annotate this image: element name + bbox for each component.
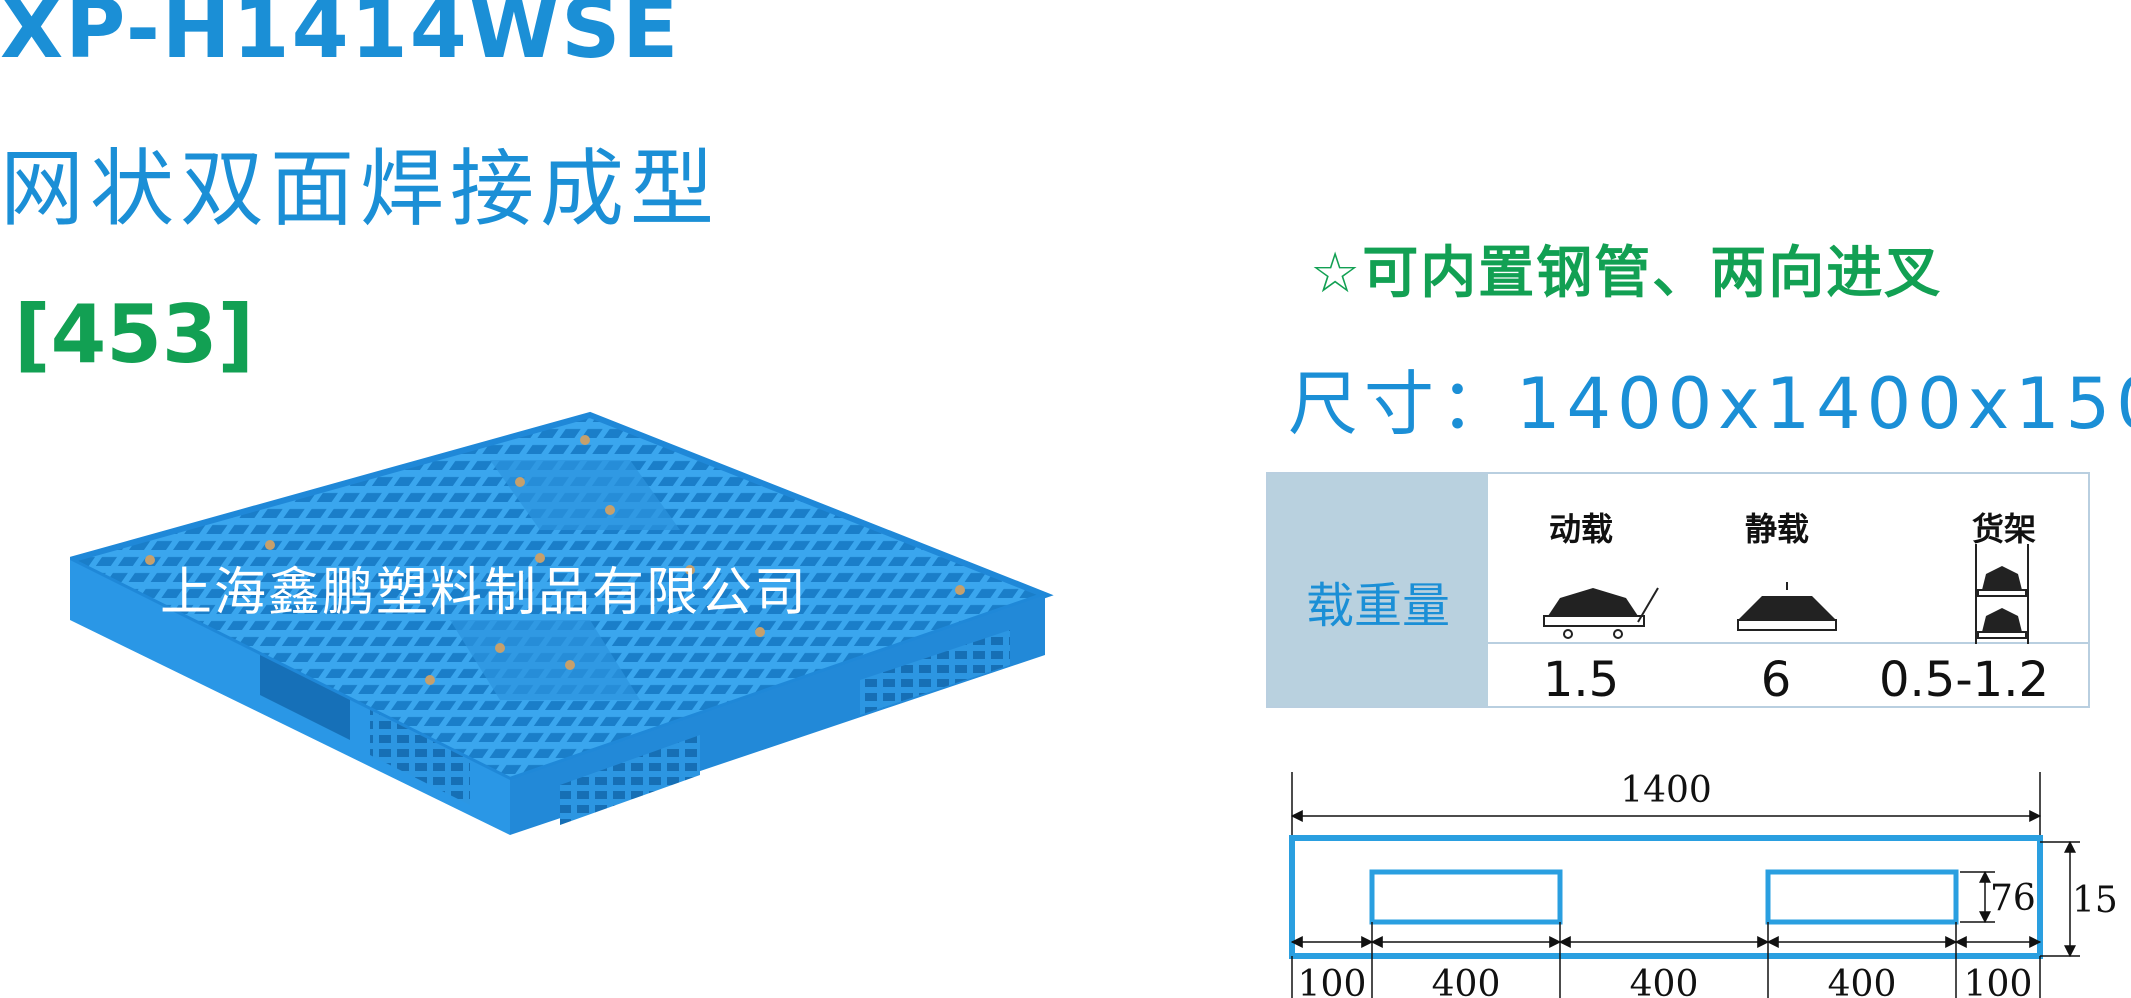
overall-width-label: 1400 xyxy=(1620,770,1712,811)
load-capacity-label: 载重量 xyxy=(1305,578,1450,634)
dimension-drawing: 1400 150 76 100 400 400 400 100 xyxy=(1289,770,2120,998)
product-subtitle: 网状双面焊接成型 xyxy=(0,140,721,238)
rack-load-value: 0.5-1.2 xyxy=(1879,652,2049,708)
segment-label-3: 400 xyxy=(1630,964,1699,998)
table-row-divider xyxy=(1488,642,2088,644)
load-label-cell: 载重量 xyxy=(1268,474,1488,706)
load-capacity-table: 载重量 动载 静载 货架 1.5 6 0.5-1.2 xyxy=(1266,472,2090,708)
rack-load-icon xyxy=(1975,544,2029,644)
dynamic-load-title: 动载 xyxy=(1548,510,1613,548)
segment-label-2: 400 xyxy=(1432,964,1501,998)
pallet-image xyxy=(70,411,1054,835)
static-load-title: 静载 xyxy=(1744,510,1809,548)
model-title: XP-H1414WSE xyxy=(0,0,681,77)
rack-load-title: 货架 xyxy=(1971,510,2036,548)
company-watermark: 上海鑫鹏塑料制品有限公司 xyxy=(160,563,809,623)
segment-label-4: 400 xyxy=(1828,964,1897,998)
static-load-icon xyxy=(1737,582,1837,631)
dynamic-load-icon xyxy=(1543,587,1659,639)
feature-text: ☆可内置钢管、两向进叉 xyxy=(1310,241,1943,306)
size-text: 尺寸：1400x1400x150 xyxy=(1288,363,2131,445)
static-load-value: 6 xyxy=(1760,652,1792,708)
dynamic-load-value: 1.5 xyxy=(1542,652,1620,708)
segment-label-5: 100 xyxy=(1964,964,2033,998)
segment-label-1: 100 xyxy=(1298,964,1367,998)
product-code: [453] xyxy=(14,288,255,381)
overall-height-label: 150 xyxy=(2072,880,2120,921)
opening-height-label: 76 xyxy=(1990,878,2036,919)
